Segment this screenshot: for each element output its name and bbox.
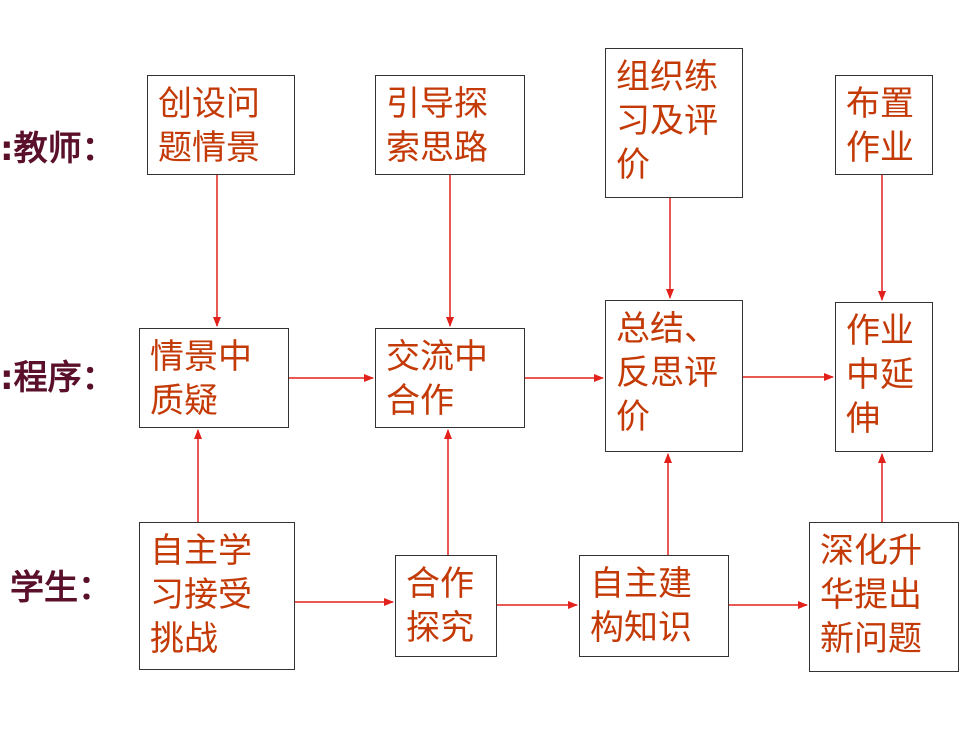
box-summarize-reflect: 总结、 反思评 价 [605,300,743,452]
box-cooperate-in-exchange: 交流中 合作 [375,328,525,428]
box-assign-homework: 布置 作业 [835,75,933,175]
row-label-student: 学生： [10,568,112,608]
box-deepen-new-questions: 深化升 华提出 新问题 [809,522,959,672]
box-self-study-challenge: 自主学 习接受 挑战 [139,522,295,670]
box-organize-practice: 组织练 习及评 价 [605,48,743,198]
box-self-construct-knowledge: 自主建 构知识 [579,555,729,657]
box-guide-exploration: 引导探 索思路 [375,75,525,175]
box-create-problem-scenario: 创设问 题情景 [147,75,295,175]
box-cooperative-inquiry: 合作 探究 [395,555,497,657]
row-label-process: :程序： [0,358,116,398]
box-question-in-scenario: 情景中 质疑 [139,328,289,428]
row-label-teacher: :教师： [0,129,116,169]
box-extend-in-homework: 作业 中延 伸 [835,302,933,452]
